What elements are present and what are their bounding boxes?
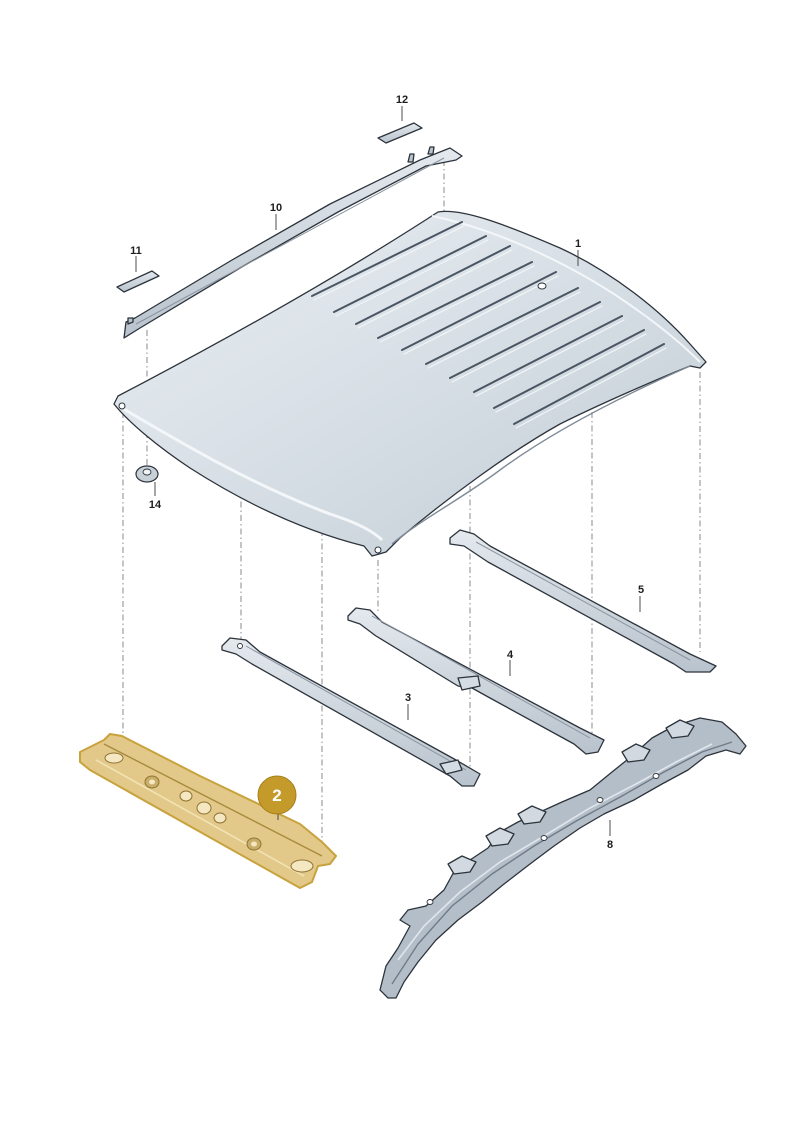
clip-rear-part[interactable] bbox=[377, 122, 423, 144]
roof-rail-part[interactable] bbox=[123, 146, 463, 339]
roof-bow-front-part[interactable] bbox=[221, 637, 481, 787]
clip-front-part[interactable] bbox=[116, 270, 160, 293]
rear-cross-member-part[interactable] bbox=[379, 717, 747, 999]
label-14: 14 bbox=[149, 499, 162, 511]
label-4: 4 bbox=[507, 649, 514, 661]
roof-bow-rear-part[interactable] bbox=[449, 529, 717, 673]
label-5: 5 bbox=[638, 584, 644, 596]
fastener-part[interactable] bbox=[135, 465, 159, 483]
label-3: 3 bbox=[405, 692, 411, 704]
label-12: 12 bbox=[396, 94, 408, 106]
roof-panel-part[interactable] bbox=[113, 210, 707, 557]
front-cross-member-part[interactable] bbox=[79, 733, 337, 889]
svg-text:2: 2 bbox=[272, 786, 281, 805]
label-11: 11 bbox=[130, 245, 142, 257]
label-8: 8 bbox=[607, 839, 613, 851]
roof-bow-middle-part[interactable] bbox=[347, 607, 605, 755]
part-labels: 12 10 11 1 14 5 4 3 8 bbox=[130, 94, 644, 851]
highlight-badge-2[interactable]: 2 bbox=[257, 775, 297, 815]
alignment-lines bbox=[122, 160, 701, 845]
label-10: 10 bbox=[270, 202, 282, 214]
label-1: 1 bbox=[575, 238, 581, 250]
roof-ribs bbox=[311, 221, 667, 429]
